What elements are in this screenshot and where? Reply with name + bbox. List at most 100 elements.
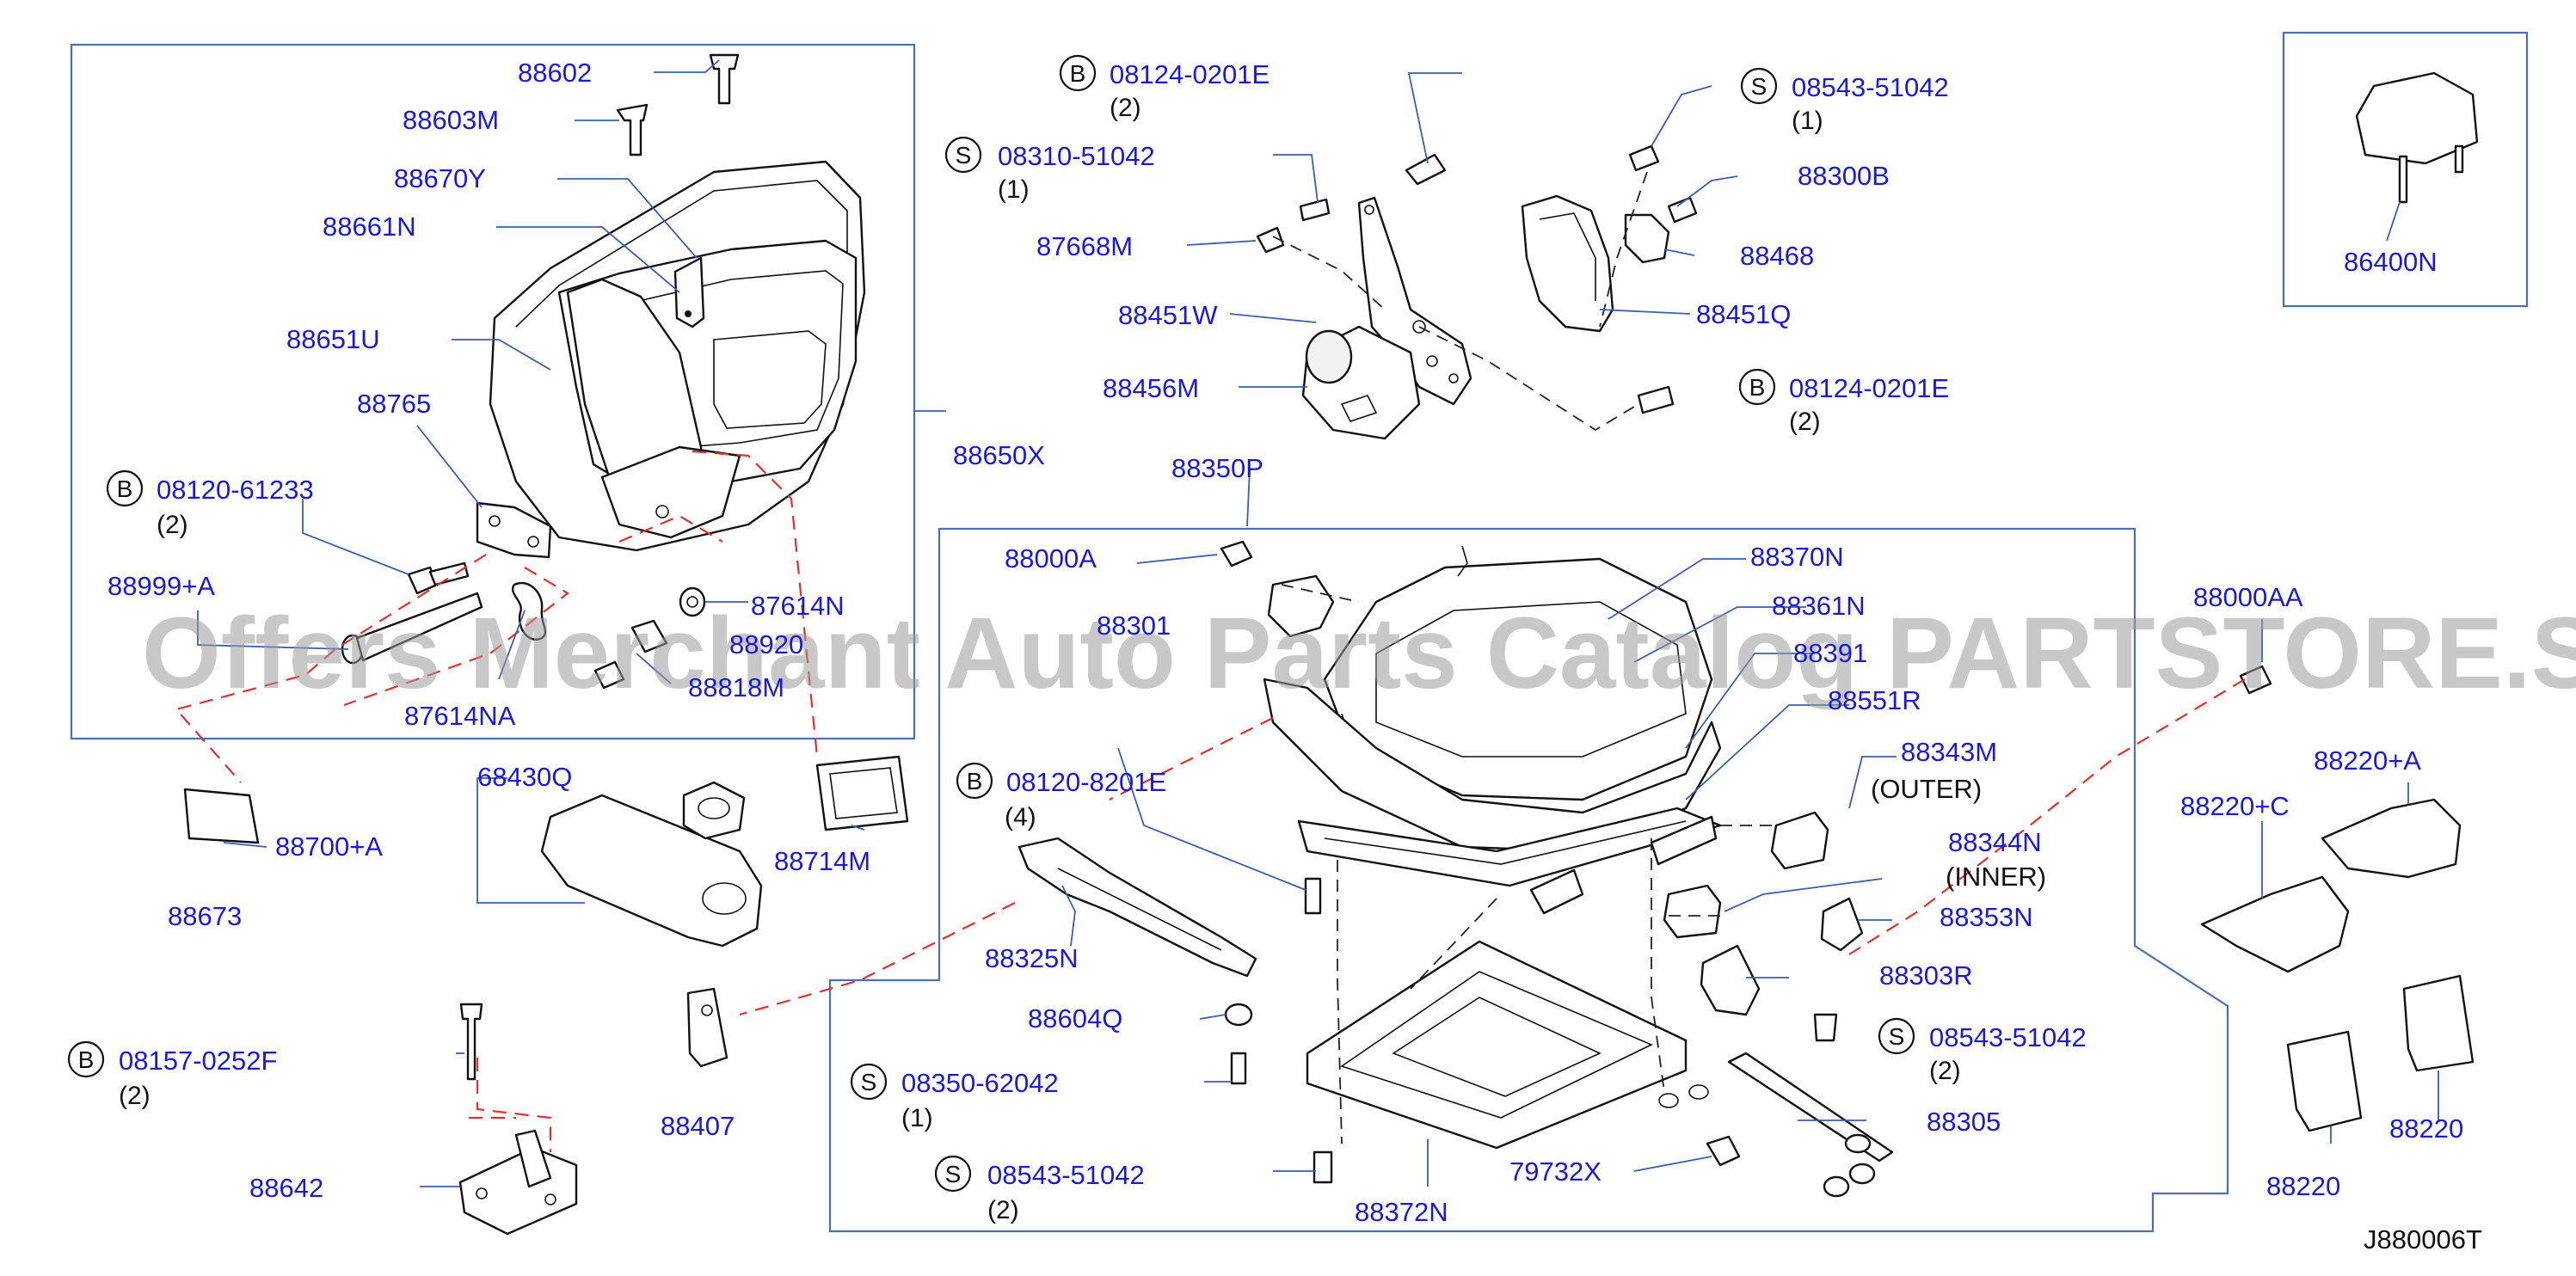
bolt-08157-0252F	[459, 1003, 483, 1081]
screw-87668M	[1256, 226, 1285, 254]
label-88468: 88468	[1740, 241, 1814, 271]
cushion-group-frame	[828, 527, 2229, 1233]
label-68430Q: 68430Q	[477, 762, 572, 792]
s-letter: S	[1751, 73, 1768, 100]
seatback-group-frame	[70, 43, 916, 740]
label-88714M: 88714M	[774, 846, 870, 876]
plate-88344N	[1663, 884, 1722, 939]
label-88661N: 88661N	[323, 212, 416, 242]
lever-88468	[1624, 213, 1670, 264]
label-88391: 88391	[1793, 638, 1867, 668]
note-outer: (OUTER)	[1871, 774, 1982, 804]
qty-08350-62042: (1)	[901, 1104, 933, 1132]
label-88300B: 88300B	[1798, 161, 1890, 191]
bolt-08120-61233	[407, 561, 470, 595]
plate-88407	[686, 987, 729, 1068]
label-88642: 88642	[249, 1173, 323, 1203]
qty-08157-0252F: (2)	[119, 1082, 151, 1110]
hinge-plate-88765	[476, 501, 552, 559]
label-88344N: 88344N	[1948, 827, 2042, 857]
b-letter: B	[967, 768, 983, 794]
b-letter: B	[78, 1046, 95, 1073]
label-08124-0201E-mid: 08124-0201E	[1789, 373, 1949, 403]
qty-08310-51042: (1)	[998, 175, 1030, 204]
bracket-88220A	[2321, 798, 2462, 879]
b-marker-08124-0201E-top	[1059, 54, 1097, 92]
cover-88673	[183, 788, 260, 844]
label-88651U: 88651U	[286, 324, 380, 354]
armrest-68430Q	[540, 794, 763, 948]
label-88361N: 88361N	[1772, 591, 1866, 621]
s-letter: S	[861, 1069, 877, 1095]
label-88220-right: 88220	[2389, 1113, 2463, 1144]
bracket-88353N	[1820, 897, 1864, 952]
label-87614NA: 87614NA	[404, 701, 516, 731]
screw-08310-51042	[1299, 198, 1331, 222]
label-88920: 88920	[729, 629, 803, 659]
seatback-assembly	[489, 160, 866, 552]
cup-holder-insert	[682, 781, 746, 840]
label-88551R: 88551R	[1828, 685, 1921, 715]
label-88372N: 88372N	[1355, 1197, 1448, 1227]
bolt-08300B	[1667, 196, 1698, 224]
label-88650X: 88650X	[953, 440, 1045, 470]
bracket-88303R	[1700, 944, 1761, 1016]
label-88451Q: 88451Q	[1696, 299, 1791, 329]
label-88670Y: 88670Y	[394, 163, 486, 193]
pivot-pin-88999A	[341, 592, 483, 665]
clip-87614NA	[512, 581, 547, 641]
b-letter: B	[117, 475, 133, 502]
hinge-bracket-88451W	[1357, 196, 1472, 406]
bracket-88642	[458, 1129, 578, 1236]
label-88765: 88765	[357, 389, 431, 419]
label-08310-51042: 08310-51042	[998, 141, 1155, 171]
alignment-lines	[174, 171, 2246, 1152]
label-08120-61233: 08120-61233	[157, 475, 314, 505]
washers-group	[1658, 1084, 1876, 1198]
label-88303R: 88303R	[1879, 960, 1973, 991]
bolt-08350-62042	[1230, 1052, 1247, 1085]
headrest-group-frame	[2282, 31, 2529, 308]
label-86400N: 86400N	[2344, 247, 2438, 277]
screw-08543-51042-top	[1628, 144, 1660, 172]
label-88407: 88407	[661, 1111, 735, 1141]
label-88604Q: 88604Q	[1028, 1003, 1122, 1034]
label-08543-51042-top: 08543-51042	[1792, 72, 1949, 102]
label-08157-0252F: 08157-0252F	[119, 1046, 277, 1076]
b-letter: B	[1070, 60, 1086, 87]
watermark: Offers Merchant Auto Parts Catalog PARTS…	[142, 597, 2576, 710]
label-88220C: 88220+C	[2180, 791, 2290, 821]
s-marker-08543-51042-top	[1740, 67, 1778, 105]
label-88305: 88305	[1927, 1107, 2001, 1137]
qty-08543-51042-top: (1)	[1792, 107, 1823, 135]
screw-08543-51042-right	[1813, 1013, 1838, 1042]
label-87668M: 87668M	[1036, 231, 1133, 261]
s-letter: S	[956, 142, 972, 169]
s-marker-08543-51042-right	[1878, 1017, 1915, 1055]
label-08543-51042-bottom: 08543-51042	[987, 1160, 1145, 1190]
qty-08543-51042-bottom: (2)	[987, 1196, 1019, 1224]
label-88602: 88602	[518, 58, 592, 88]
plate-88343M	[1770, 811, 1829, 870]
s-marker-08310-51042	[944, 136, 982, 174]
recliner-knob-88456M	[1301, 325, 1421, 440]
pan-88372N	[1306, 940, 1688, 1150]
b-marker-08120-61233	[106, 469, 144, 507]
s-marker-08543-51042-bottom	[934, 1155, 972, 1193]
qty-08124-0201E-top: (2)	[1110, 94, 1141, 122]
label-88370N: 88370N	[1750, 542, 1844, 572]
label-88325N: 88325N	[985, 943, 1079, 973]
s-letter: S	[945, 1161, 962, 1187]
rod-88305	[1727, 1052, 1894, 1163]
headrest-86400N	[2355, 71, 2479, 204]
label-88350P: 88350P	[1171, 453, 1263, 483]
label-88000AA: 88000AA	[2193, 582, 2303, 612]
qty-08543-51042-right: (2)	[1929, 1057, 1961, 1085]
label-88220A: 88220+A	[2314, 745, 2421, 776]
label-79732X: 79732X	[1509, 1156, 1602, 1187]
label-88818M: 88818M	[688, 672, 784, 702]
clip-88000AA	[2239, 665, 2272, 695]
diagram-code: J880006T	[2364, 1224, 2482, 1255]
label-88000A: 88000A	[1005, 543, 1097, 574]
label-88999A: 88999+A	[108, 571, 215, 601]
